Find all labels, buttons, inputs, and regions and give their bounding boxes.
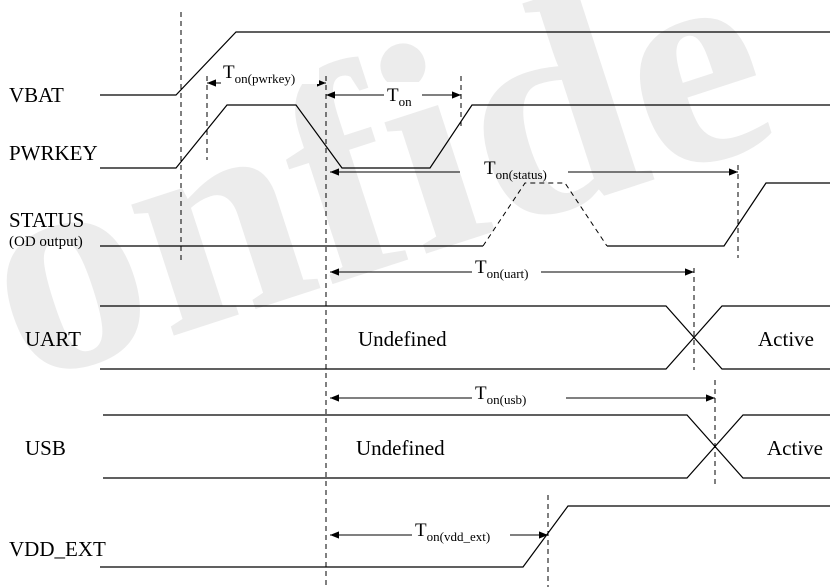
pwrkey-label: PWRKEY: [9, 141, 98, 165]
usb-active-label: Active: [767, 436, 823, 460]
usb-bus-bottom: [103, 414, 830, 479]
uart-active-label: Active: [758, 327, 814, 351]
t-on-label: Ton: [387, 85, 412, 109]
watermark: onfide: [0, 0, 805, 446]
t-on-vdd-ext-label: Ton(vdd_ext): [415, 520, 490, 544]
status-label: STATUS: [9, 208, 84, 232]
status-waveform-rise: [607, 182, 830, 247]
t-on-status-label: Ton(status): [484, 158, 547, 182]
uart-undefined-label: Undefined: [358, 327, 447, 351]
vdd-ext-label: VDD_EXT: [9, 537, 106, 561]
uart-bus-bottom: [100, 305, 830, 370]
uart-label: UART: [25, 327, 81, 351]
status-sub-label: (OD output): [9, 234, 83, 250]
t-on-pwrkey-label: Ton(pwrkey): [223, 62, 295, 86]
t-on-uart-label: Ton(uart): [475, 257, 528, 281]
usb-bus-top: [103, 414, 830, 479]
vbat-label: VBAT: [9, 83, 64, 107]
usb-undefined-label: Undefined: [356, 436, 445, 460]
t-on-usb-label: Ton(usb): [475, 383, 526, 407]
usb-label: USB: [25, 436, 66, 460]
pwrkey-waveform: [100, 104, 830, 169]
status-pulse-dashed: [482, 182, 608, 247]
vbat-waveform: [100, 31, 830, 96]
